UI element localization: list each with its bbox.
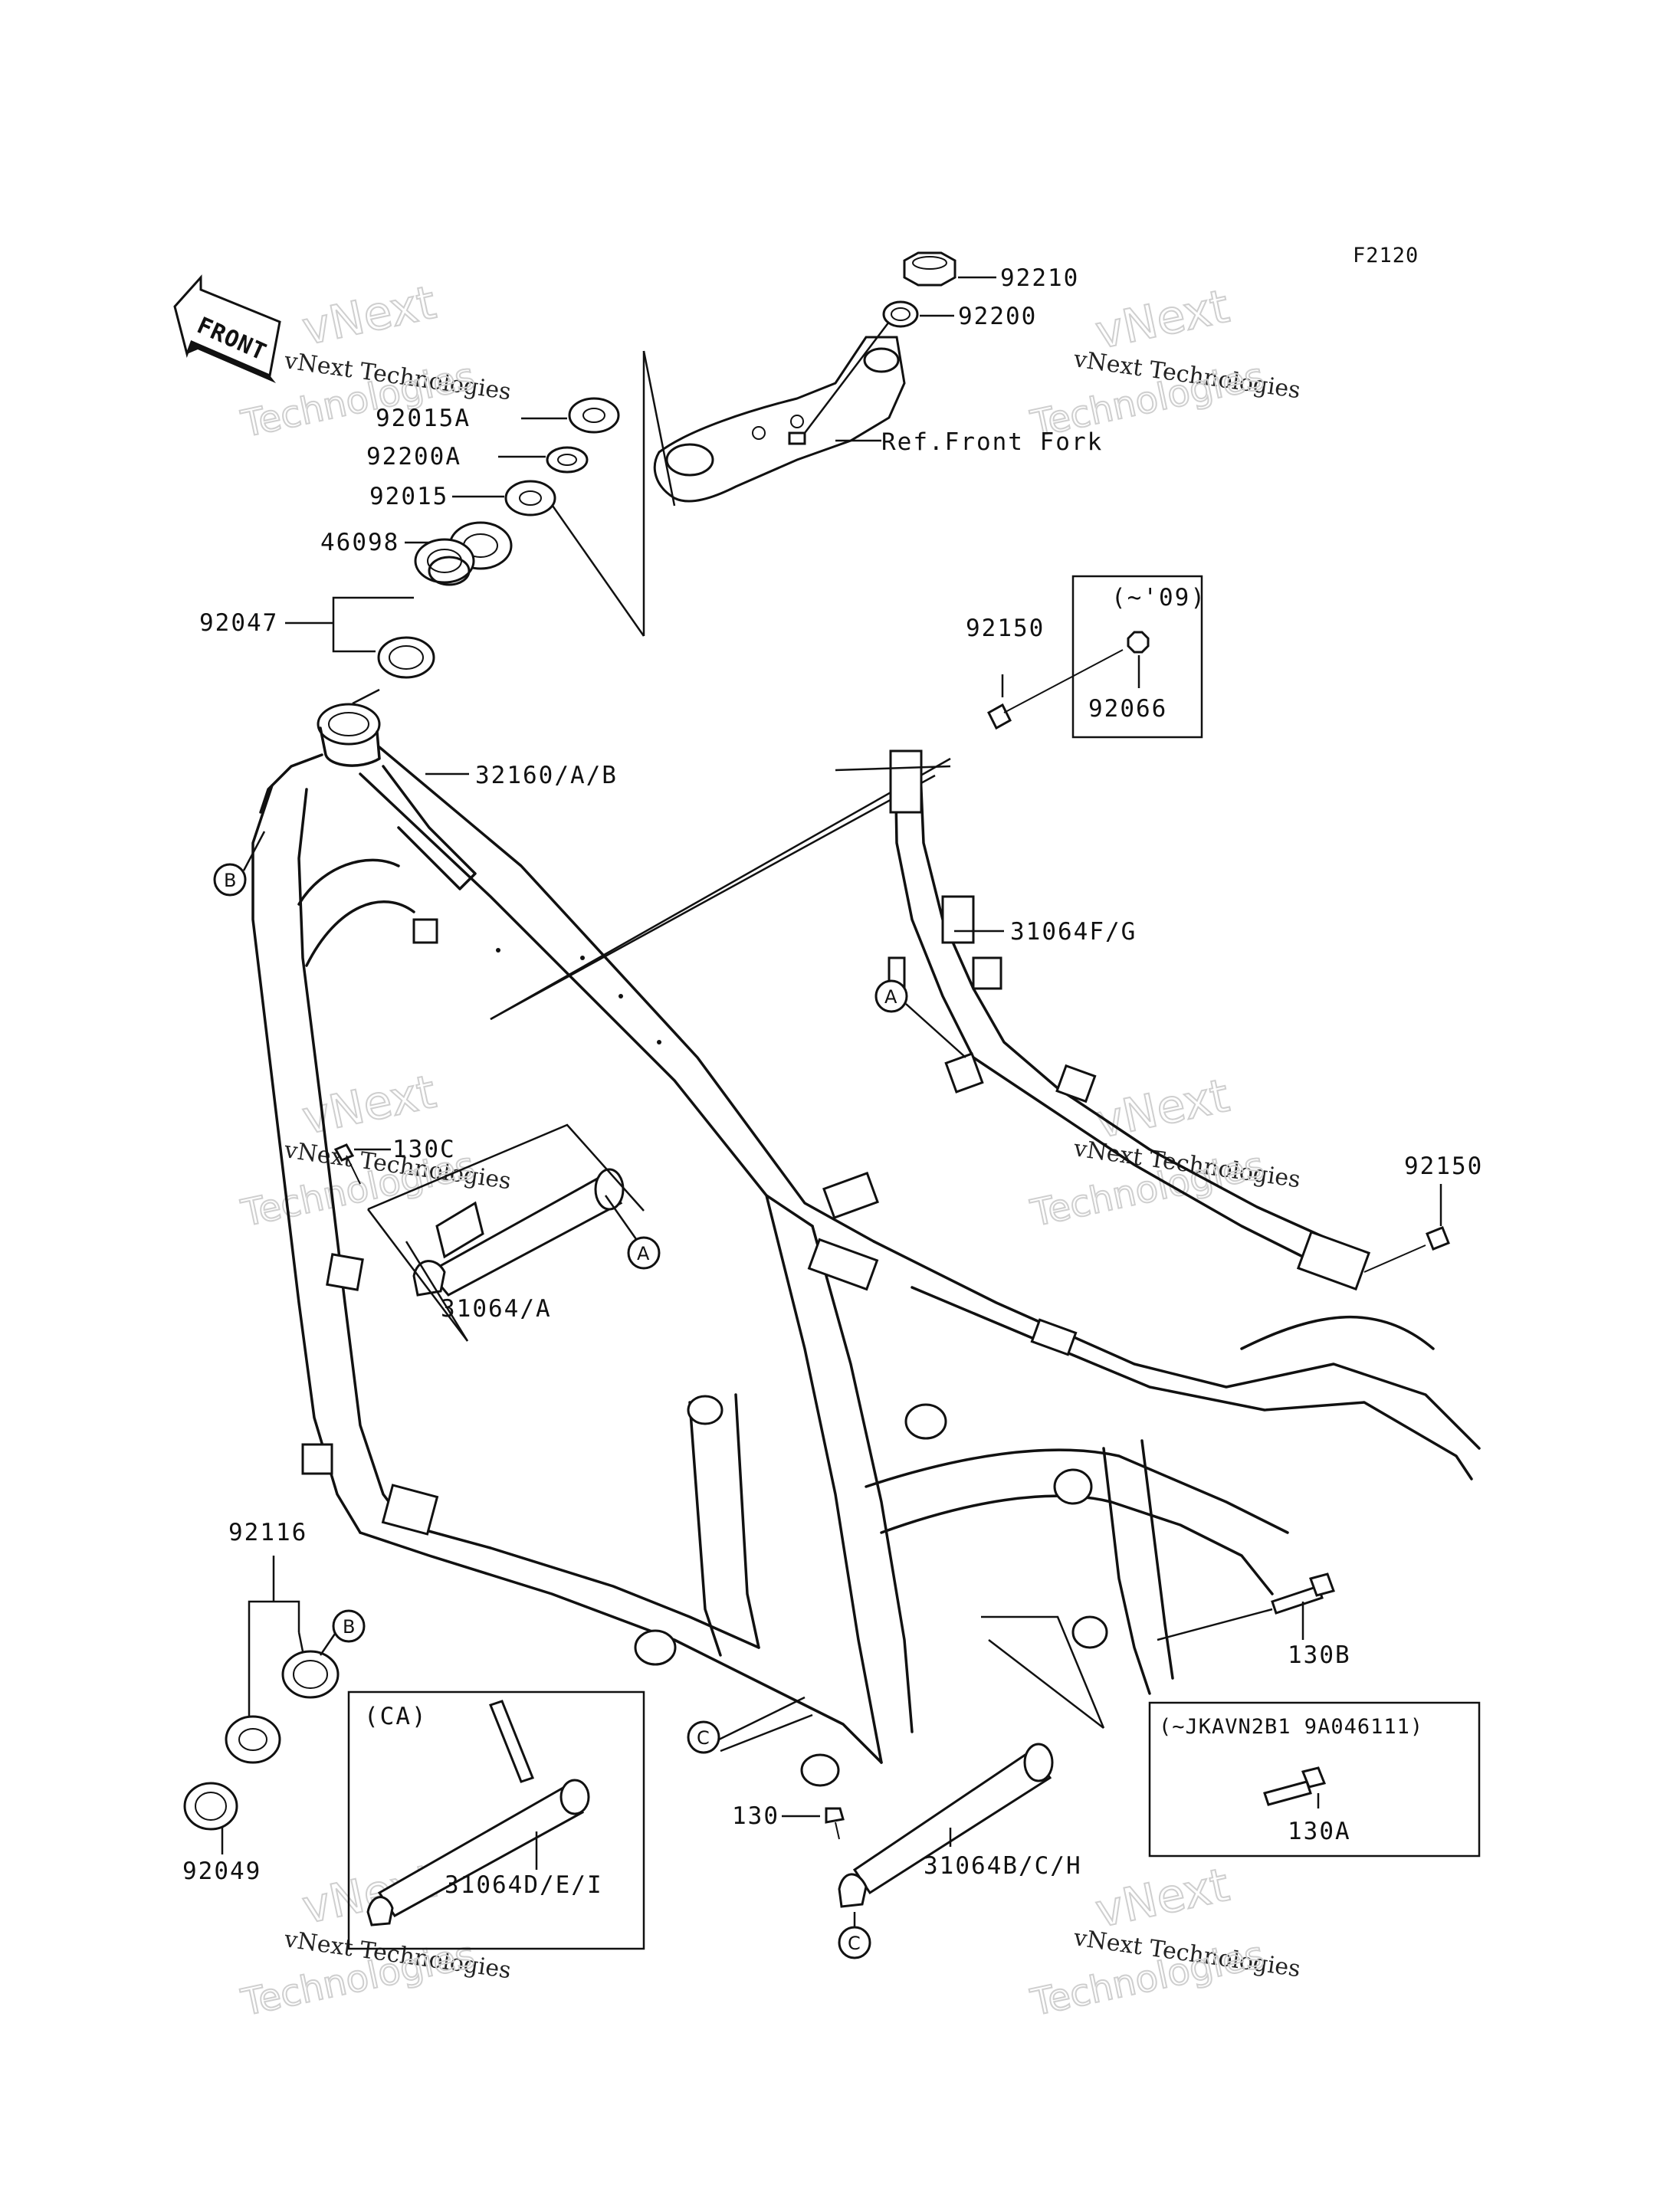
bolt-92150-right [1363, 1226, 1450, 1273]
label-ref-front-fork: Ref.Front Fork [881, 428, 1103, 456]
label-92150-top: 92150 [966, 615, 1045, 642]
svg-text:C: C [697, 1727, 710, 1749]
label-92210: 92210 [1000, 264, 1079, 292]
label-32160: 32160/A/B [475, 762, 618, 789]
steering-bracket [653, 336, 906, 503]
svg-text:vNext: vNext [1091, 1069, 1234, 1149]
svg-text:A: A [637, 1243, 650, 1264]
svg-text:vNext: vNext [298, 1065, 441, 1146]
label-130A: 130A [1288, 1818, 1351, 1845]
callout-a-right [874, 979, 908, 1013]
washer-92200A [546, 446, 589, 474]
label-130C: 130C [392, 1136, 456, 1163]
figure-id: F2120 [1353, 244, 1419, 267]
bolt-130C [333, 1143, 361, 1185]
bolt-92150-top [987, 649, 1124, 730]
svg-text:vNext: vNext [1091, 280, 1234, 360]
label-92200A: 92200A [366, 443, 461, 471]
watermark-bottom-right: vNext vNext Technologies Technologies [1026, 1858, 1302, 2025]
nut-92210 [903, 251, 956, 287]
label-92015: 92015 [369, 483, 448, 510]
label-92015A: 92015A [376, 405, 471, 432]
label-31064BCH: 31064B/C/H [924, 1852, 1082, 1880]
callout-c-left [687, 1720, 720, 1754]
box-09: (~'09) 92066 [1071, 575, 1206, 739]
nut-92116-lower [225, 1715, 281, 1764]
tube-31064A [412, 1168, 625, 1297]
washer-92200 [882, 300, 919, 328]
tube-31064BCH [838, 1743, 1054, 1908]
callout-b-left [213, 863, 247, 897]
box-ca-label: (CA) [364, 1703, 428, 1730]
svg-text:A: A [884, 986, 897, 1008]
callout-a-left [627, 1236, 661, 1270]
label-31064DEI: 31064D/E/I [445, 1871, 603, 1899]
label-130B: 130B [1288, 1641, 1351, 1669]
nut-92015A [568, 397, 620, 434]
box-jkavn-label: (~JKAVN2B1 9A046111) [1159, 1715, 1423, 1739]
svg-text:vNext: vNext [1091, 1858, 1234, 1939]
main-frame [251, 703, 1481, 1787]
label-92150-right: 92150 [1404, 1153, 1483, 1180]
label-31064FG: 31064F/G [1010, 918, 1137, 946]
nut-92015 [504, 480, 556, 516]
label-92047: 92047 [199, 609, 278, 637]
box-09-label: (~'09) [1111, 584, 1206, 612]
svg-text:C: C [848, 1933, 861, 1954]
bolt-130 [825, 1807, 845, 1840]
front-arrow-icon: FRONT [173, 274, 281, 383]
label-92200: 92200 [958, 303, 1037, 330]
svg-text:B: B [343, 1616, 355, 1638]
seal-92049 [183, 1782, 238, 1831]
label-31064A: 31064/A [441, 1295, 552, 1323]
box-ca: (CA) 31064D/E/I [347, 1690, 645, 1950]
label-92049: 92049 [182, 1858, 261, 1885]
side-bar-31064FG [889, 749, 1371, 1291]
bearing-92047-lower [377, 636, 435, 679]
label-92116: 92116 [228, 1519, 307, 1546]
box-jkavn: (~JKAVN2B1 9A046111) 130A [1148, 1701, 1481, 1858]
label-46098: 46098 [320, 529, 399, 556]
watermark-top-right: vNext vNext Technologies Technologies [1026, 279, 1302, 447]
bearing-92116-upper [281, 1650, 340, 1699]
svg-text:vNext: vNext [298, 276, 441, 356]
label-92066: 92066 [1088, 695, 1167, 723]
callout-b-lower [332, 1609, 366, 1643]
bearing-92047-upper [414, 538, 475, 586]
svg-text:B: B [224, 870, 236, 891]
bolt-130B [1271, 1572, 1335, 1615]
label-130: 130 [732, 1802, 779, 1830]
